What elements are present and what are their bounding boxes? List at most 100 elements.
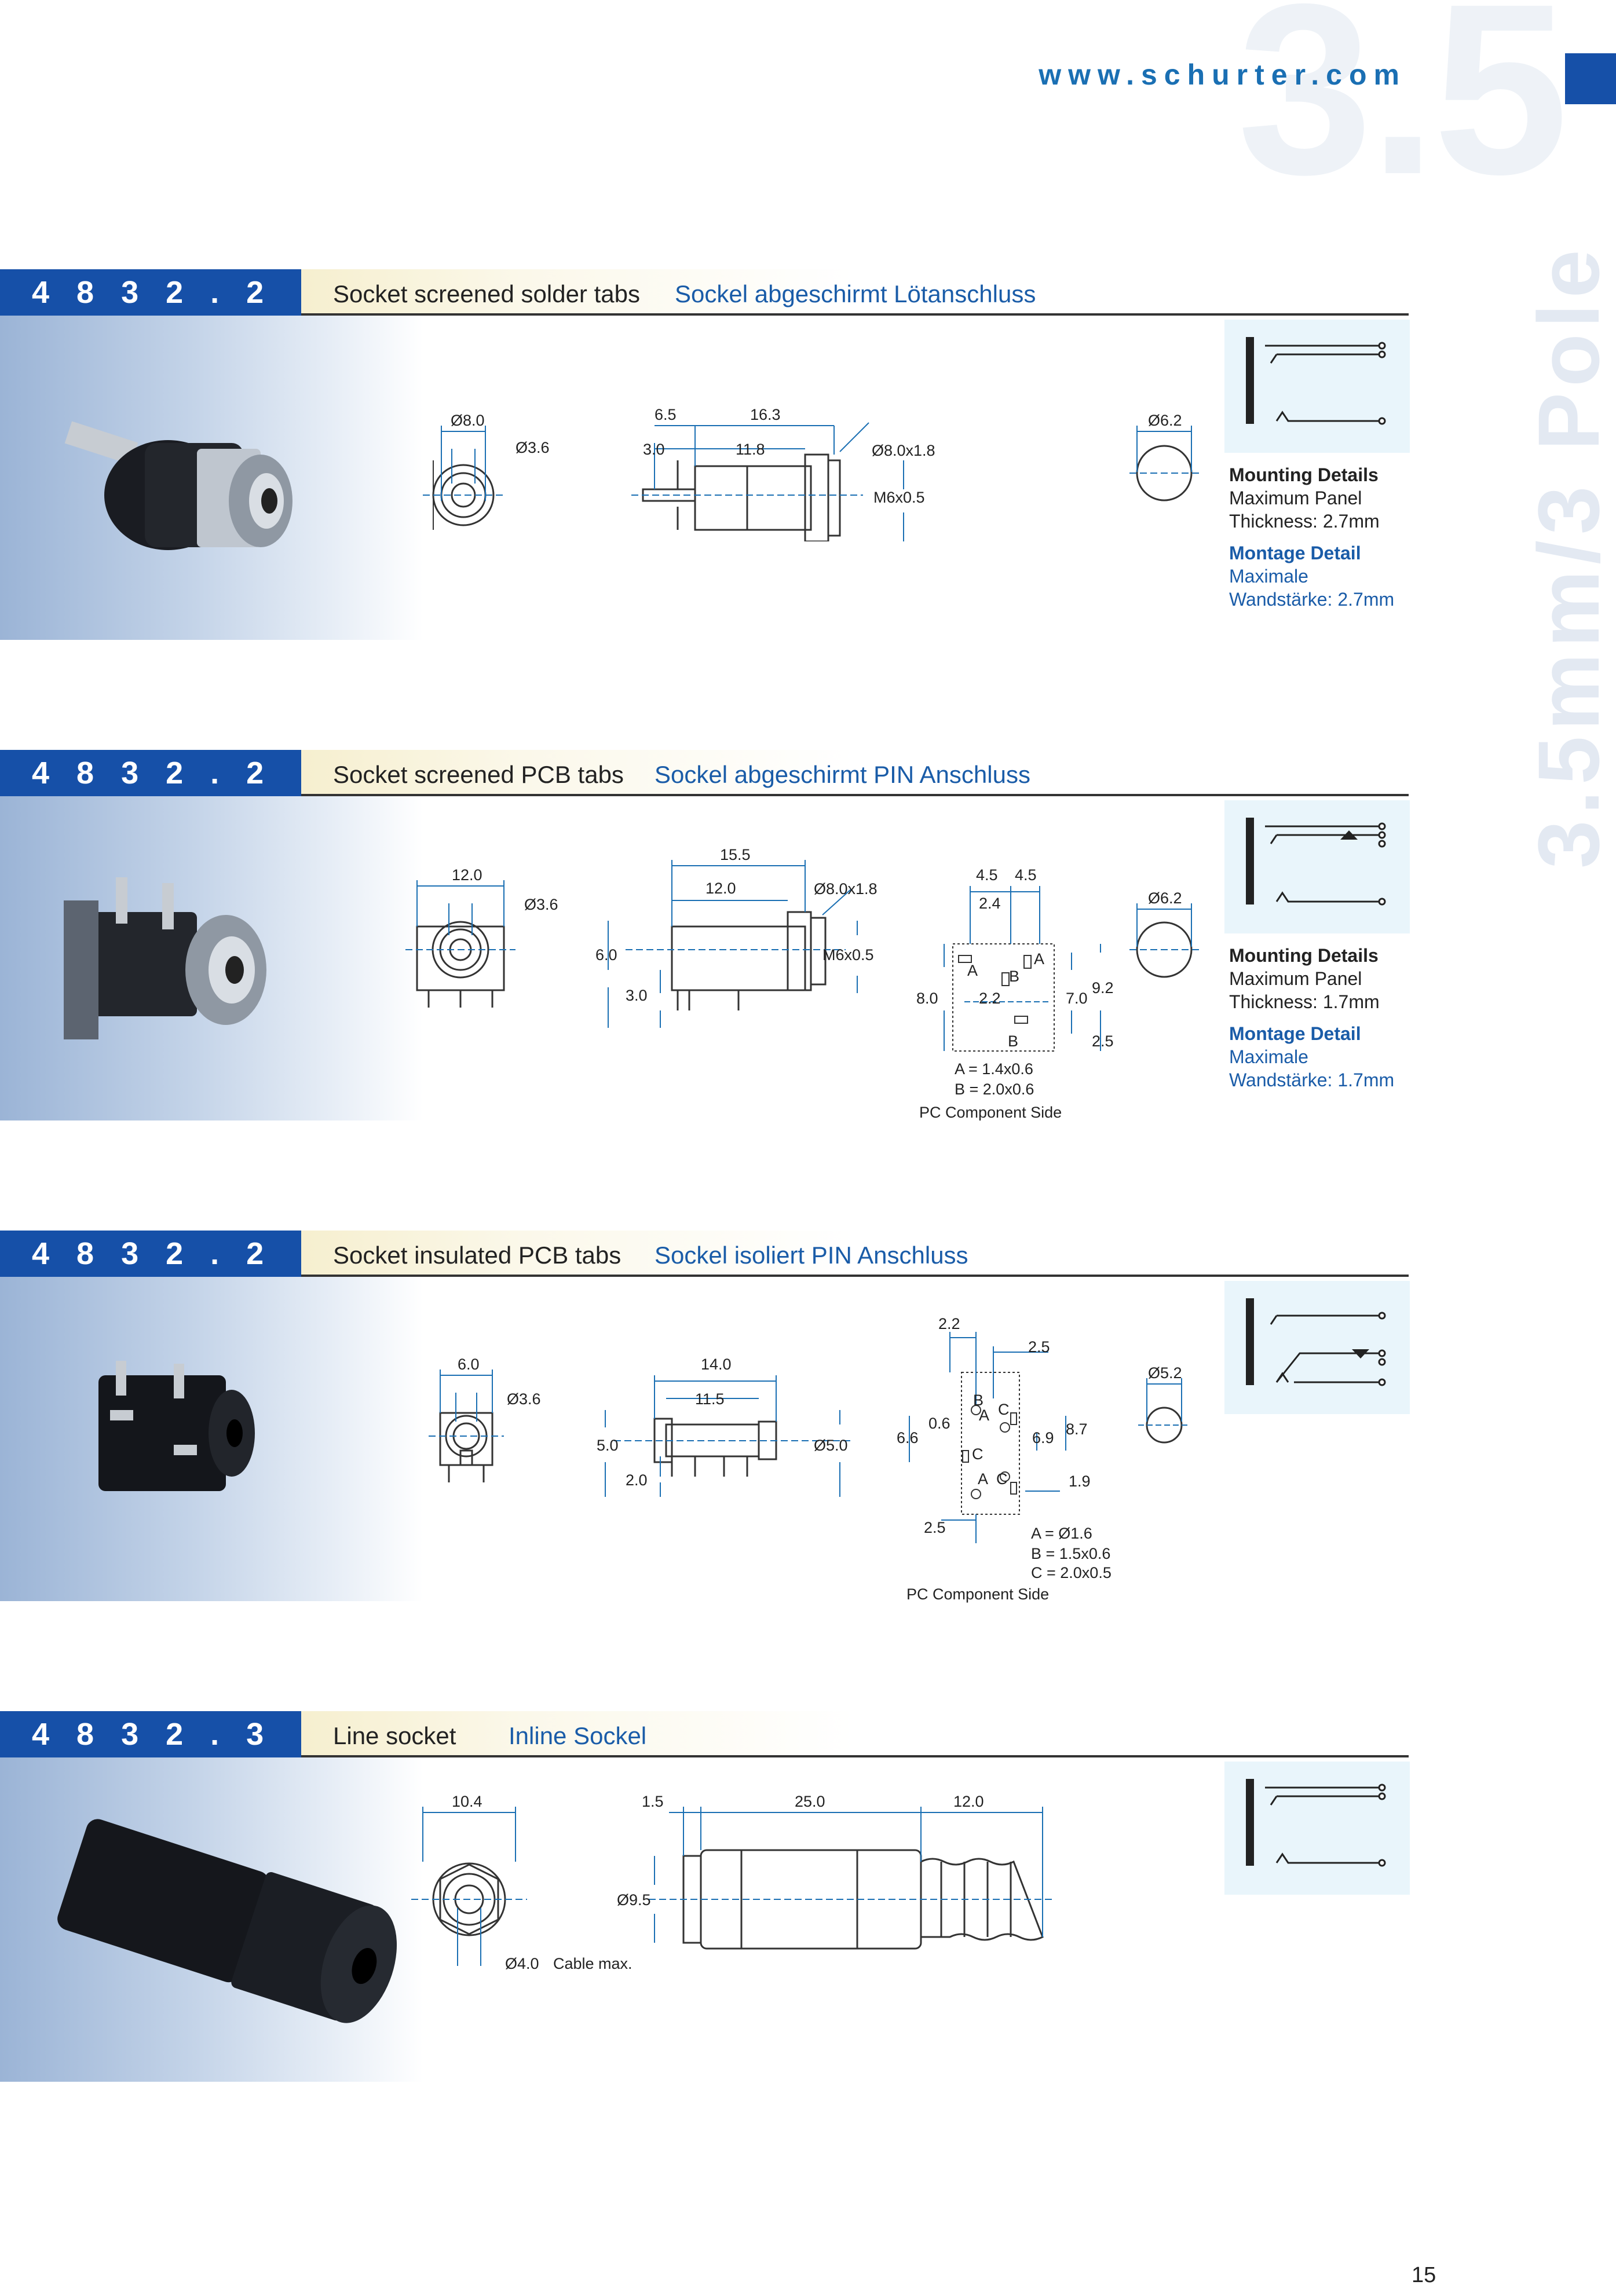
accent-square: [1565, 53, 1616, 104]
dim-text: 1.5: [642, 1793, 664, 1810]
part-number: 4 8 3 2 . 2 3 2 0: [0, 750, 301, 837]
wiring-schematic: [1224, 320, 1410, 453]
title-de: Sockel isoliert PIN Anschluss: [655, 1242, 968, 1269]
vertical-side-title: 3.5mm/3 Pole: [1506, 174, 1616, 927]
dim-text: 8.0: [916, 990, 938, 1007]
dim-text: 1.9: [1069, 1473, 1091, 1490]
dim-text: 6.5: [655, 406, 677, 423]
pad-note: A = Ø1.6: [1031, 1525, 1092, 1542]
jack-photo-illustration: [57, 1819, 397, 2023]
pad-label: B: [1009, 968, 1019, 985]
dim-text: 2.0: [626, 1471, 648, 1489]
dim-text: Ø5.0: [814, 1437, 848, 1454]
dim-text: Ø8.0x1.8: [814, 880, 878, 898]
big-section-number: 3.5: [1237, 0, 1569, 225]
mounting-details: Mounting Details Maximum Panel Thickness…: [1229, 463, 1394, 611]
dimension-drawing: 6.0 Ø3.6 14.0 11.5 5.0 2.0 Ø5.0: [429, 1315, 1190, 1603]
dim-text: Ø6.2: [1148, 889, 1182, 907]
dimension-drawing: Ø8.0 Ø3.6 6.5 16.3 3.0 11.8 Ø8.0x1.8 M6x…: [423, 406, 1199, 541]
pad-label: A: [978, 1470, 988, 1488]
section-header: 4 8 3 2 . 2 3 0 0 Socket screened solder…: [0, 269, 1409, 356]
title-en: Socket screened PCB tabs: [333, 761, 624, 788]
dim-text: 14.0: [701, 1356, 732, 1373]
dim-text: 2.2: [979, 990, 1001, 1007]
dim-text: M6x0.5: [822, 946, 874, 964]
mounting-text-de-1: Maximale: [1229, 1046, 1308, 1067]
dim-text: 6.9: [1032, 1429, 1054, 1447]
title-de: Sockel abgeschirmt Lötanschluss: [675, 280, 1036, 307]
dim-text: 8.7: [1066, 1420, 1088, 1438]
dim-text: 3.0: [626, 987, 648, 1004]
dim-text: 15.5: [720, 846, 751, 863]
dim-text: Cable max.: [553, 1955, 632, 1972]
product-photo: [0, 1757, 423, 2082]
pad-label: A: [979, 1407, 989, 1424]
dim-text: Ø5.2: [1148, 1364, 1182, 1382]
mounting-text-de-1: Maximale: [1229, 566, 1308, 587]
dim-text: 6.0: [595, 946, 617, 964]
mounting-text-en-1: Maximum Panel: [1229, 968, 1362, 989]
dim-text: 11.5: [695, 1390, 725, 1408]
pad-label: B: [973, 1391, 984, 1409]
product-photo: [0, 796, 423, 1120]
dim-text: Ø8.0x1.8: [872, 442, 935, 459]
section-header: 4 8 3 2 . 2 3 2 0 Socket screened PCB ta…: [0, 750, 1409, 837]
mounting-title-de: Montage Detail: [1229, 1023, 1361, 1044]
jack-photo-illustration: [64, 877, 266, 1039]
mounting-text-de-2: Wandstärke: 1.7mm: [1229, 1070, 1395, 1090]
pad-label: B: [1008, 1032, 1018, 1050]
dim-text: Ø3.6: [524, 896, 558, 913]
dim-text: 2.5: [1028, 1338, 1050, 1356]
mounting-text-en-1: Maximum Panel: [1229, 488, 1362, 508]
mounting-title-en: Mounting Details: [1229, 464, 1379, 485]
jack-photo-illustration: [64, 421, 293, 550]
dim-text: 2.5: [1092, 1032, 1114, 1050]
pad-note: C = 2.0x0.5: [1031, 1564, 1112, 1581]
title-de: Inline Sockel: [509, 1722, 647, 1749]
mounting-details: Mounting Details Maximum Panel Thickness…: [1229, 944, 1394, 1092]
pad-label: C: [996, 1470, 1008, 1488]
dim-text: Ø8.0: [451, 412, 485, 429]
side-title-text: 3.5mm/3 Pole: [1520, 244, 1616, 869]
dim-text: 12.0: [953, 1793, 984, 1810]
wiring-schematic: [1224, 1762, 1410, 1895]
pad-note: A = 1.4x0.6: [955, 1060, 1033, 1078]
product-section-4832-2330: 4 8 3 2 . 2 3 3 0 Socket insulated PCB t…: [0, 1231, 1616, 1636]
part-number: 4 8 3 2 . 2 3 0 0: [0, 269, 301, 356]
dim-text: 10.4: [452, 1793, 482, 1810]
dim-text: 2.2: [938, 1315, 960, 1332]
title-bar: Socket screened PCB tabs Sockel abgeschi…: [301, 750, 1409, 796]
dim-text: M6x0.5: [873, 489, 925, 506]
wiring-schematic: [1224, 800, 1410, 933]
dim-text: 5.0: [597, 1437, 619, 1454]
dim-text: 12.0: [452, 866, 482, 884]
dim-text: 9.2: [1092, 979, 1114, 997]
title-en: Line socket: [333, 1722, 456, 1749]
schematic-symbol: [1246, 818, 1386, 906]
pc-side-label: PC Component Side: [906, 1585, 1049, 1603]
product-section-4832-3300: 4 8 3 2 . 3 3 0 0 Line socket Inline Soc…: [0, 1711, 1616, 2116]
product-section-4832-2300: 4 8 3 2 . 2 3 0 0 Socket screened solder…: [0, 269, 1616, 675]
wiring-schematic: [1224, 1281, 1410, 1414]
dim-text: 4.5: [1015, 866, 1037, 884]
dim-text: 0.6: [928, 1415, 950, 1432]
section-header: 4 8 3 2 . 2 3 3 0 Socket insulated PCB t…: [0, 1231, 1409, 1317]
dim-text: Ø9.5: [617, 1891, 651, 1909]
pad-label: C: [972, 1445, 984, 1463]
product-photo: [0, 1277, 423, 1601]
dimension-drawing: 12.0 Ø3.6 15.5 12.0 Ø8.0x1.8 6.0 3.0 M6x…: [405, 846, 1199, 1120]
dim-text: Ø4.0: [505, 1955, 539, 1972]
dim-text: 2.5: [924, 1519, 946, 1536]
title-bar: Socket insulated PCB tabs Sockel isolier…: [301, 1231, 1409, 1277]
dim-text: 11.8: [736, 441, 765, 458]
dim-text: 2.4: [979, 895, 1001, 912]
pad-label: A: [967, 962, 978, 979]
mounting-title-en: Mounting Details: [1229, 945, 1379, 966]
dim-text: 16.3: [750, 406, 781, 423]
title-bar: Socket screened solder tabs Sockel abges…: [301, 269, 1409, 316]
title-bar: Line socket Inline Sockel: [301, 1711, 1409, 1757]
website-url[interactable]: www.schurter.com: [1039, 58, 1406, 91]
pad-note: B = 2.0x0.6: [955, 1081, 1034, 1098]
title-de: Sockel abgeschirmt PIN Anschluss: [655, 761, 1030, 788]
pc-side-label: PC Component Side: [919, 1104, 1062, 1120]
